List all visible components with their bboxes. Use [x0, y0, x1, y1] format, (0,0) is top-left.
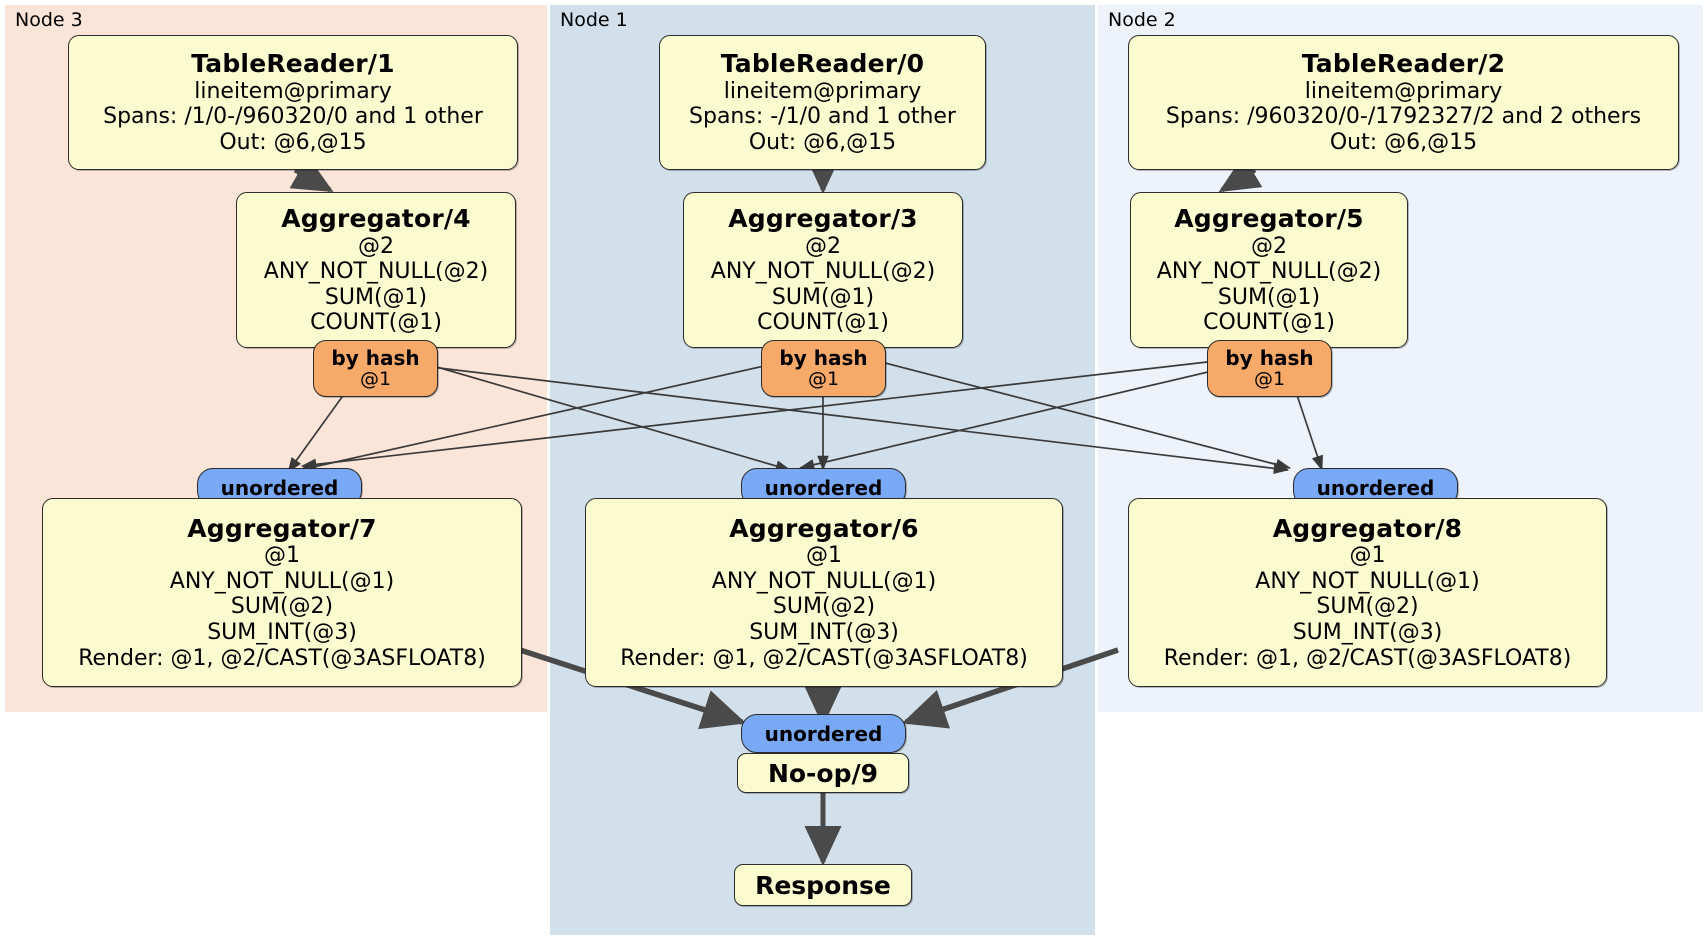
router-by-hash-center[interactable]: by hash @1	[761, 340, 886, 397]
processor-line: Out: @6,@15	[219, 130, 367, 155]
processor-noop-9[interactable]: No-op/9	[737, 753, 909, 793]
processor-line: lineitem@primary	[723, 78, 922, 104]
processor-line: @1	[806, 543, 842, 569]
receiver-label: unordered	[764, 475, 883, 500]
processor-line: lineitem@primary	[1304, 78, 1503, 104]
processor-line: SUM_INT(@3)	[207, 620, 357, 645]
receiver-unordered-final[interactable]: unordered	[741, 714, 906, 753]
router-by-hash-right[interactable]: by hash @1	[1207, 340, 1332, 397]
processor-line: @1	[1349, 543, 1386, 569]
processor-title: Aggregator/8	[1272, 513, 1463, 543]
processor-aggregator-8[interactable]: Aggregator/8 @1 ANY_NOT_NULL(@1) SUM(@2)…	[1128, 498, 1607, 687]
router-kind: by hash	[1225, 345, 1314, 370]
processor-title: TableReader/1	[191, 49, 395, 79]
processor-aggregator-5[interactable]: Aggregator/5 @2 ANY_NOT_NULL(@2) SUM(@1)…	[1130, 192, 1408, 348]
processor-tablereader-2[interactable]: TableReader/2 lineitem@primary Spans: /9…	[1128, 35, 1679, 170]
processor-line: ANY_NOT_NULL(@1)	[711, 568, 937, 594]
processor-title: No-op/9	[767, 758, 879, 788]
processor-line: COUNT(@1)	[1203, 310, 1335, 336]
processor-line: SUM(@2)	[230, 594, 334, 620]
processor-title: Aggregator/3	[728, 204, 918, 234]
processor-line: ANY_NOT_NULL(@2)	[263, 259, 489, 285]
processor-title: Response	[755, 870, 891, 900]
processor-response[interactable]: Response	[734, 864, 912, 906]
processor-tablereader-1[interactable]: TableReader/1 lineitem@primary Spans: /1…	[68, 35, 518, 170]
processor-line: @2	[805, 233, 841, 259]
processor-title: TableReader/0	[720, 49, 925, 79]
node-panel-node1-label: Node 1	[560, 9, 628, 31]
receiver-label: unordered	[764, 721, 883, 746]
processor-line: Spans: /960320/0-/1792327/2 and 2 others	[1165, 104, 1642, 130]
router-kind: by hash	[331, 345, 420, 370]
router-key: @1	[359, 367, 392, 390]
node-panel-node3-label: Node 3	[15, 9, 83, 31]
processor-line: ANY_NOT_NULL(@1)	[169, 568, 395, 594]
node-panel-node2-label: Node 2	[1108, 9, 1176, 31]
processor-line: lineitem@primary	[194, 78, 392, 104]
processor-line: SUM(@2)	[1316, 594, 1419, 620]
processor-line: SUM(@1)	[771, 284, 875, 310]
processor-aggregator-3[interactable]: Aggregator/3 @2 ANY_NOT_NULL(@2) SUM(@1)…	[683, 192, 963, 348]
processor-title: TableReader/2	[1301, 49, 1506, 79]
processor-line: SUM(@2)	[772, 594, 876, 620]
processor-aggregator-6[interactable]: Aggregator/6 @1 ANY_NOT_NULL(@1) SUM(@2)…	[585, 498, 1063, 687]
processor-line: ANY_NOT_NULL(@1)	[1255, 568, 1480, 594]
processor-line: COUNT(@1)	[310, 310, 442, 336]
processor-line: Render: @1, @2/CAST(@3ASFLOAT8)	[620, 645, 1028, 671]
processor-title: Aggregator/6	[729, 513, 919, 543]
processor-title: Aggregator/4	[281, 204, 471, 234]
processor-line: COUNT(@1)	[757, 310, 889, 336]
router-key: @1	[807, 367, 840, 390]
receiver-label: unordered	[1316, 475, 1435, 500]
processor-title: Aggregator/5	[1174, 204, 1364, 234]
processor-line: Spans: /1/0-/960320/0 and 1 other	[103, 104, 483, 130]
processor-line: SUM(@1)	[324, 284, 428, 310]
router-by-hash-left[interactable]: by hash @1	[313, 340, 438, 397]
router-kind: by hash	[779, 345, 868, 370]
processor-line: Out: @6,@15	[748, 130, 897, 155]
router-key: @1	[1253, 367, 1286, 390]
processor-line: Spans: -/1/0 and 1 other	[689, 104, 956, 130]
processor-line: ANY_NOT_NULL(@2)	[710, 259, 936, 285]
processor-line: Render: @1, @2/CAST(@3ASFLOAT8)	[78, 645, 486, 671]
processor-title: Aggregator/7	[187, 513, 377, 543]
processor-tablereader-0[interactable]: TableReader/0 lineitem@primary Spans: -/…	[659, 35, 986, 170]
processor-line: ANY_NOT_NULL(@2)	[1156, 259, 1382, 285]
processor-line: SUM_INT(@3)	[749, 620, 899, 645]
processor-line: @2	[358, 233, 394, 259]
processor-aggregator-4[interactable]: Aggregator/4 @2 ANY_NOT_NULL(@2) SUM(@1)…	[236, 192, 516, 348]
processor-line: SUM(@1)	[1217, 284, 1321, 310]
processor-line: @2	[1251, 233, 1287, 259]
processor-line: Out: @6,@15	[1329, 130, 1478, 155]
processor-aggregator-7[interactable]: Aggregator/7 @1 ANY_NOT_NULL(@1) SUM(@2)…	[42, 498, 522, 687]
processor-line: Render: @1, @2/CAST(@3ASFLOAT8)	[1163, 645, 1572, 671]
receiver-label: unordered	[220, 475, 339, 500]
processor-line: @1	[264, 543, 300, 569]
processor-line: SUM_INT(@3)	[1292, 620, 1443, 645]
